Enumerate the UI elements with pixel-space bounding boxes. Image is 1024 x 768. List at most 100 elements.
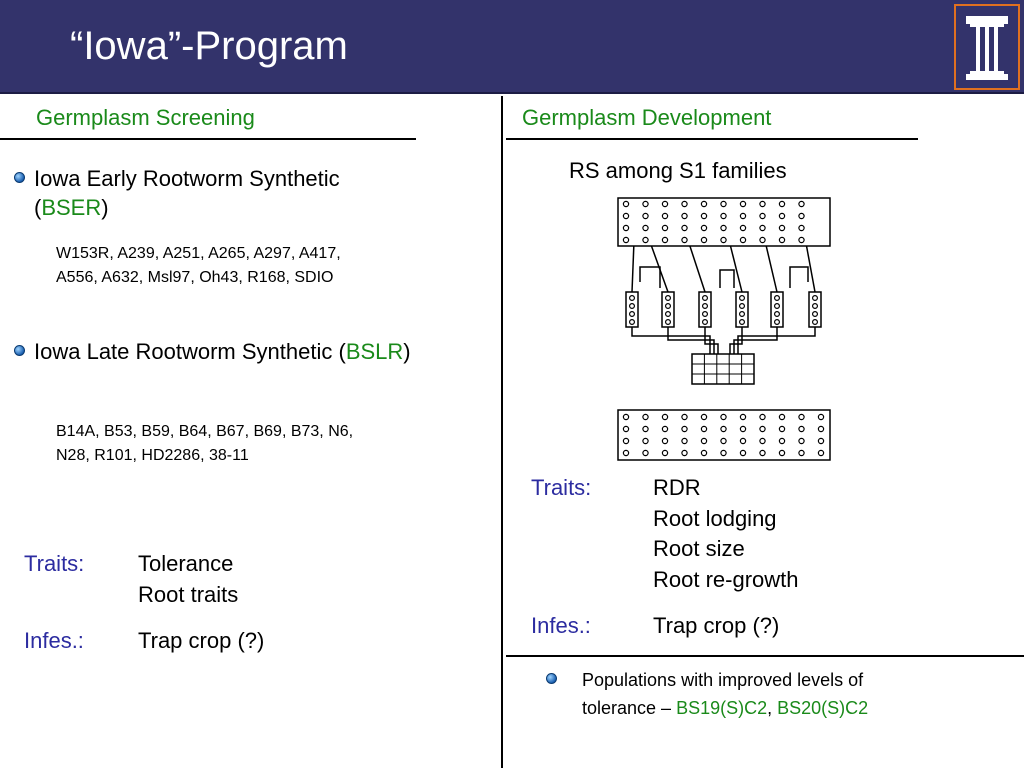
right-traits-label: Traits: — [531, 475, 592, 500]
family-dot — [681, 236, 688, 244]
selected-family-dot — [664, 302, 671, 309]
population-dot — [739, 449, 747, 457]
bullet-icon — [14, 172, 25, 183]
bslr-lines: B14A, B53, B59, B64, B67, B69, B73, N6, … — [56, 423, 354, 464]
population-dot — [681, 437, 688, 445]
selected-family-dot — [701, 310, 708, 317]
family-dot — [798, 200, 805, 208]
selected-family-column — [698, 291, 712, 328]
family-dot — [720, 236, 727, 244]
family-dot — [622, 212, 630, 220]
right-infes-label: Infes.: — [531, 613, 591, 638]
population-dot — [759, 425, 766, 433]
populations-bullet: Populations with improved levels of tole… — [582, 670, 869, 718]
selected-family-dot — [774, 294, 781, 301]
population-dot — [798, 437, 805, 445]
population-dot — [739, 437, 747, 445]
left-infes-value: Trap crop (?) — [138, 628, 265, 653]
recombination-grid — [691, 353, 755, 385]
population-dot — [661, 437, 669, 445]
population-dot — [622, 425, 630, 433]
population-dot — [720, 437, 727, 445]
population-dot — [817, 449, 825, 457]
selected-family-dot — [812, 318, 819, 325]
family-dot — [778, 224, 786, 232]
population-dot — [700, 413, 708, 421]
bser-lines: W153R, A239, A251, A265, A297, A417, A55… — [56, 245, 341, 286]
family-dot — [778, 236, 786, 244]
population-dot — [817, 425, 825, 433]
selected-family-dot — [774, 302, 781, 309]
family-dot — [681, 212, 688, 220]
population-dot — [739, 425, 747, 433]
population-dot — [778, 413, 786, 421]
right-heading-rule — [506, 138, 918, 140]
population-dot — [778, 425, 786, 433]
bslr-title: Iowa Late Rootworm Synthetic ( — [34, 339, 346, 364]
selected-family-dot — [664, 310, 671, 317]
selected-family-dot — [701, 318, 708, 325]
bullet-icon — [14, 345, 25, 356]
title-bar — [0, 0, 1024, 94]
selected-family-dot — [629, 302, 636, 309]
population-dot — [642, 413, 649, 421]
population-dot — [681, 449, 688, 457]
family-dot — [661, 200, 669, 208]
family-dot — [681, 224, 688, 232]
selected-family-dot — [812, 310, 819, 317]
family-dot — [700, 224, 708, 232]
population-dot — [681, 425, 688, 433]
left-traits-label: Traits: — [24, 551, 85, 576]
selected-family-column — [625, 291, 639, 328]
family-dot — [798, 236, 805, 244]
selected-family-dot — [739, 302, 746, 309]
family-dot — [681, 200, 688, 208]
family-dot — [622, 236, 630, 244]
slide-title: “Iowa”-Program — [70, 24, 348, 68]
family-dot — [778, 200, 786, 208]
family-dot — [739, 200, 747, 208]
selected-family-dot — [664, 294, 671, 301]
right-section-heading: Germplasm Development — [522, 105, 772, 130]
bs20-code: BS20(S)C2 — [777, 698, 869, 718]
family-dot — [661, 212, 669, 220]
selected-family-dot — [739, 318, 746, 325]
selected-family-dot — [629, 318, 636, 325]
selected-family-dot — [701, 294, 708, 301]
family-dot — [798, 212, 805, 220]
population-dot — [720, 425, 727, 433]
family-dot — [700, 236, 708, 244]
population-dot — [661, 449, 669, 457]
right-bottom-rule — [506, 655, 1024, 657]
selected-family-dot — [812, 302, 819, 309]
s1-families-diagram — [617, 197, 831, 461]
family-dot — [739, 212, 747, 220]
family-dot — [622, 224, 630, 232]
family-dot — [642, 212, 649, 220]
left-trait-1: Tolerance — [138, 551, 234, 576]
population-dot — [642, 425, 649, 433]
right-trait-3: Root size — [653, 536, 745, 561]
selected-family-dot — [701, 302, 708, 309]
population-dot — [778, 437, 786, 445]
family-dot — [720, 224, 727, 232]
population-dot — [720, 449, 727, 457]
population-dot — [661, 425, 669, 433]
bser-title: Iowa Early Rootworm Synthetic — [34, 166, 340, 191]
family-dot — [720, 212, 727, 220]
population-dot — [642, 437, 649, 445]
family-dot — [739, 224, 747, 232]
right-trait-1: RDR — [653, 475, 701, 500]
selected-family-column — [770, 291, 784, 328]
right-trait-2: Root lodging — [653, 506, 777, 531]
population-dot — [759, 437, 766, 445]
selected-family-dot — [739, 310, 746, 317]
family-dot — [661, 236, 669, 244]
right-infes-value: Trap crop (?) — [653, 613, 780, 638]
population-dot — [622, 437, 630, 445]
selected-family-dot — [629, 294, 636, 301]
family-dot — [622, 200, 630, 208]
population-dot — [778, 449, 786, 457]
population-dot — [622, 449, 630, 457]
family-dot — [642, 200, 649, 208]
